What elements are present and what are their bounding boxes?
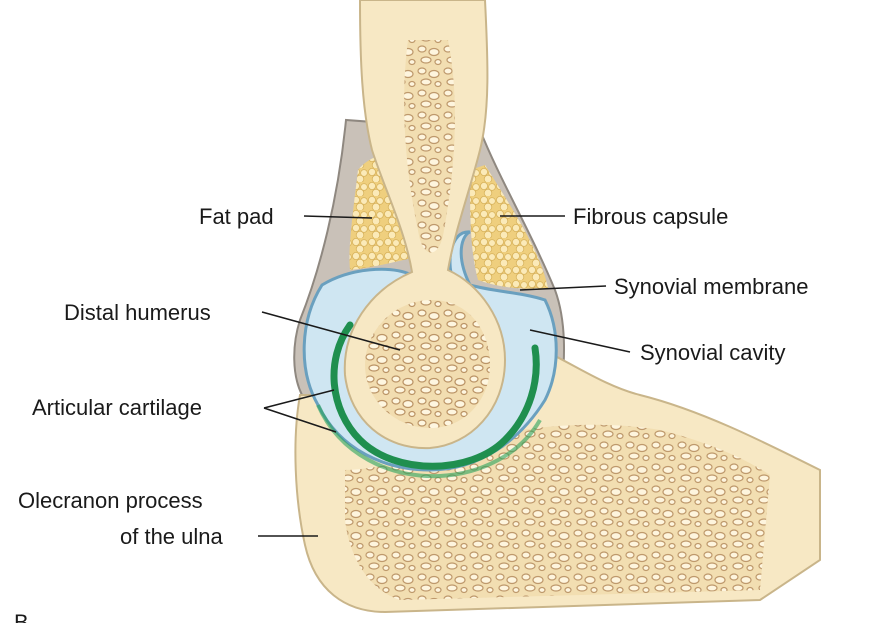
panel-letter: B — [14, 610, 29, 623]
fat-pad-label: Fat pad — [199, 204, 274, 229]
synovial-cavity-label: Synovial cavity — [640, 340, 786, 365]
olecranon-label-line2: of the ulna — [120, 524, 224, 549]
articular-cartilage-label: Articular cartilage — [32, 395, 202, 420]
distal-humerus-label: Distal humerus — [64, 300, 211, 325]
fat-pad-right — [470, 165, 548, 289]
olecranon-label-line1: Olecranon process — [18, 488, 203, 513]
fibrous-capsule-label: Fibrous capsule — [573, 204, 728, 229]
synovial-membrane-label: Synovial membrane — [614, 274, 808, 299]
